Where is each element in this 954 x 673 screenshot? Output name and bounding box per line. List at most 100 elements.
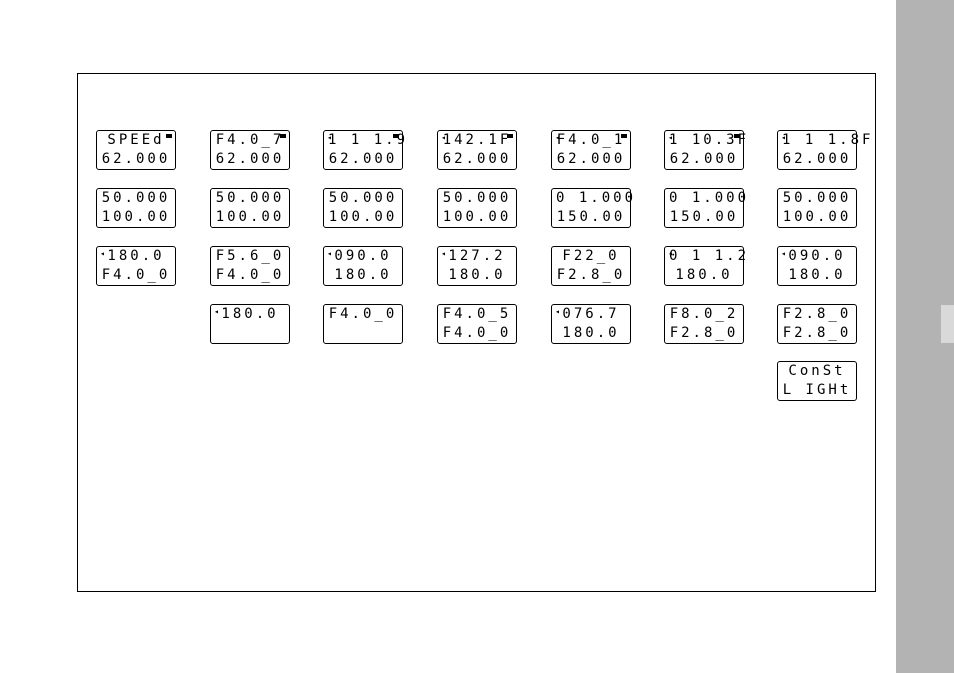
lcd-r4c4: F4.0_5 F4.0_0	[437, 304, 517, 344]
lcd-top-line: 50.000	[442, 190, 512, 206]
lcd-r3c5: F22_0 F2.8_0	[551, 246, 631, 286]
lcd-r4c6: F8.0_2 F2.8_0	[664, 304, 744, 344]
arrow-icon: ◂	[100, 249, 105, 258]
lcd-bottom-line: 180.0	[448, 267, 506, 283]
lcd-bottom-line: 100.00	[442, 209, 512, 225]
lcd-bottom-line: F2.8_0	[669, 325, 739, 341]
lcd-bottom-line: 100.00	[101, 209, 171, 225]
arrow-icon: ◂	[668, 249, 673, 258]
lcd-bottom-line	[328, 325, 398, 341]
arrow-icon: ◂	[781, 133, 786, 142]
lcd-bottom-line: 150.00	[669, 209, 739, 225]
lcd-top-line: 142.1F	[442, 132, 512, 148]
lcd-top-line: F22_0	[562, 248, 620, 264]
flag-indicator	[280, 134, 286, 138]
lcd-top-line: 090.0	[334, 248, 392, 264]
arrow-icon: ◂	[327, 133, 332, 142]
lcd-bottom-line: 180.0	[334, 267, 392, 283]
lcd-bottom-line	[215, 325, 285, 341]
lcd-top-line: F4.0_7	[215, 132, 285, 148]
arrow-icon: ◂	[214, 307, 219, 316]
lcd-r4c3: F4.0_0	[323, 304, 403, 344]
flag-indicator	[393, 134, 399, 138]
lcd-r4c5: ◂ 076.7 180.0	[551, 304, 631, 344]
lcd-top-line: F8.0_2	[669, 306, 739, 322]
lcd-top-line: 180.0	[221, 306, 279, 322]
lcd-r3c1: ◂ 180.0 F4.0_0	[96, 246, 176, 286]
lcd-bottom-line: 62.000	[669, 151, 739, 167]
lcd-top-line: F4.0_0	[328, 306, 398, 322]
figure-frame	[77, 73, 876, 592]
lcd-bottom-line: F4.0_0	[442, 325, 512, 341]
lcd-bottom-line: 100.00	[215, 209, 285, 225]
lcd-r3c2: F5.6_0 F4.0_0	[210, 246, 290, 286]
lcd-r2c7: 50.000 100.00	[777, 188, 857, 228]
lcd-top-line: 50.000	[328, 190, 398, 206]
lcd-top-line: 180.0	[107, 248, 165, 264]
lcd-bottom-line: 180.0	[675, 267, 733, 283]
lcd-top-line: 1 1 1.9	[328, 132, 409, 148]
lcd-bottom-line: 62.000	[556, 151, 626, 167]
lcd-r3c6: ◂ 0 1 1.2 180.0	[664, 246, 750, 286]
lcd-bottom-line: 62.000	[442, 151, 512, 167]
lcd-bottom-line: 62.000	[215, 151, 285, 167]
lcd-top-line: 1 1 1.8F	[782, 132, 874, 148]
lcd-r3c4: ◂ 127.2 180.0	[437, 246, 517, 286]
lcd-top-line: ConSt	[788, 363, 846, 379]
lcd-top-line: 0 1.000	[556, 190, 637, 206]
lcd-bottom-line: 150.00	[556, 209, 626, 225]
lcd-bottom-line: 100.00	[328, 209, 398, 225]
flag-indicator	[734, 134, 740, 138]
flag-indicator	[621, 134, 627, 138]
lcd-r4c7: F2.8_0 F2.8_0	[777, 304, 857, 344]
lcd-top-line: 0 1 1.2	[669, 248, 750, 264]
flag-indicator	[166, 134, 172, 138]
lcd-top-line: F4.0_5	[442, 306, 512, 322]
lcd-speed: SPEEd 62.000	[96, 130, 176, 170]
lcd-top-line: SPEEd	[107, 132, 165, 148]
lcd-top-line: 50.000	[215, 190, 285, 206]
lcd-bottom-line: 62.000	[328, 151, 398, 167]
lcd-bottom-line: 100.00	[782, 209, 852, 225]
lcd-1103f: ◂ 1 10.3F 62.000	[664, 130, 750, 170]
lcd-r2c1: 50.000 100.00	[96, 188, 176, 228]
lcd-f40-1: ◂ F4.0_1 62.000	[551, 130, 631, 170]
lcd-1421f: ◂ 142.1F 62.000	[437, 130, 517, 170]
lcd-bottom-line: F4.0_0	[101, 267, 171, 283]
lcd-top-line: 090.0	[788, 248, 846, 264]
lcd-r2c3: 50.000 100.00	[323, 188, 403, 228]
lcd-1119: ◂ 1 1 1.9 62.000	[323, 130, 409, 170]
lcd-top-line: F2.8_0	[782, 306, 852, 322]
lcd-1118f: ◂ 1 1 1.8F 62.000	[777, 130, 874, 170]
lcd-r4c2: ◂ 180.0	[210, 304, 290, 344]
lcd-r2c2: 50.000 100.00	[210, 188, 290, 228]
lcd-bottom-line: F2.8_0	[782, 325, 852, 341]
arrow-icon: ◂	[555, 307, 560, 316]
lcd-top-line: 1 10.3F	[669, 132, 750, 148]
lcd-bottom-line: 62.000	[782, 151, 852, 167]
lcd-const-light: ConSt L IGHt	[777, 361, 857, 401]
lcd-r2c4: 50.000 100.00	[437, 188, 517, 228]
lcd-top-line: F5.6_0	[215, 248, 285, 264]
lcd-top-line: 50.000	[782, 190, 852, 206]
side-chapter-tab	[941, 305, 954, 343]
arrow-icon: ◂	[441, 133, 446, 142]
lcd-bottom-line: L IGHt	[782, 382, 852, 398]
arrow-icon: ◂	[555, 133, 560, 142]
lcd-bottom-line: 62.000	[101, 151, 171, 167]
lcd-top-line: F4.0_1	[556, 132, 626, 148]
lcd-r2c5: 0 1.000 150.00	[551, 188, 637, 228]
lcd-top-line: 0 1.000	[669, 190, 750, 206]
lcd-r3c7: ◂ 090.0 180.0	[777, 246, 857, 286]
arrow-icon: ◂	[441, 249, 446, 258]
arrow-icon: ◂	[668, 133, 673, 142]
lcd-top-line: 127.2	[448, 248, 506, 264]
lcd-bottom-line: F4.0_0	[215, 267, 285, 283]
lcd-top-line: 076.7	[562, 306, 620, 322]
lcd-bottom-line: 180.0	[788, 267, 846, 283]
lcd-bottom-line: 180.0	[562, 325, 620, 341]
lcd-f40-7: F4.0_7 62.000	[210, 130, 290, 170]
flag-indicator	[507, 134, 513, 138]
arrow-icon: ◂	[781, 249, 786, 258]
lcd-r2c6: 0 1.000 150.00	[664, 188, 750, 228]
